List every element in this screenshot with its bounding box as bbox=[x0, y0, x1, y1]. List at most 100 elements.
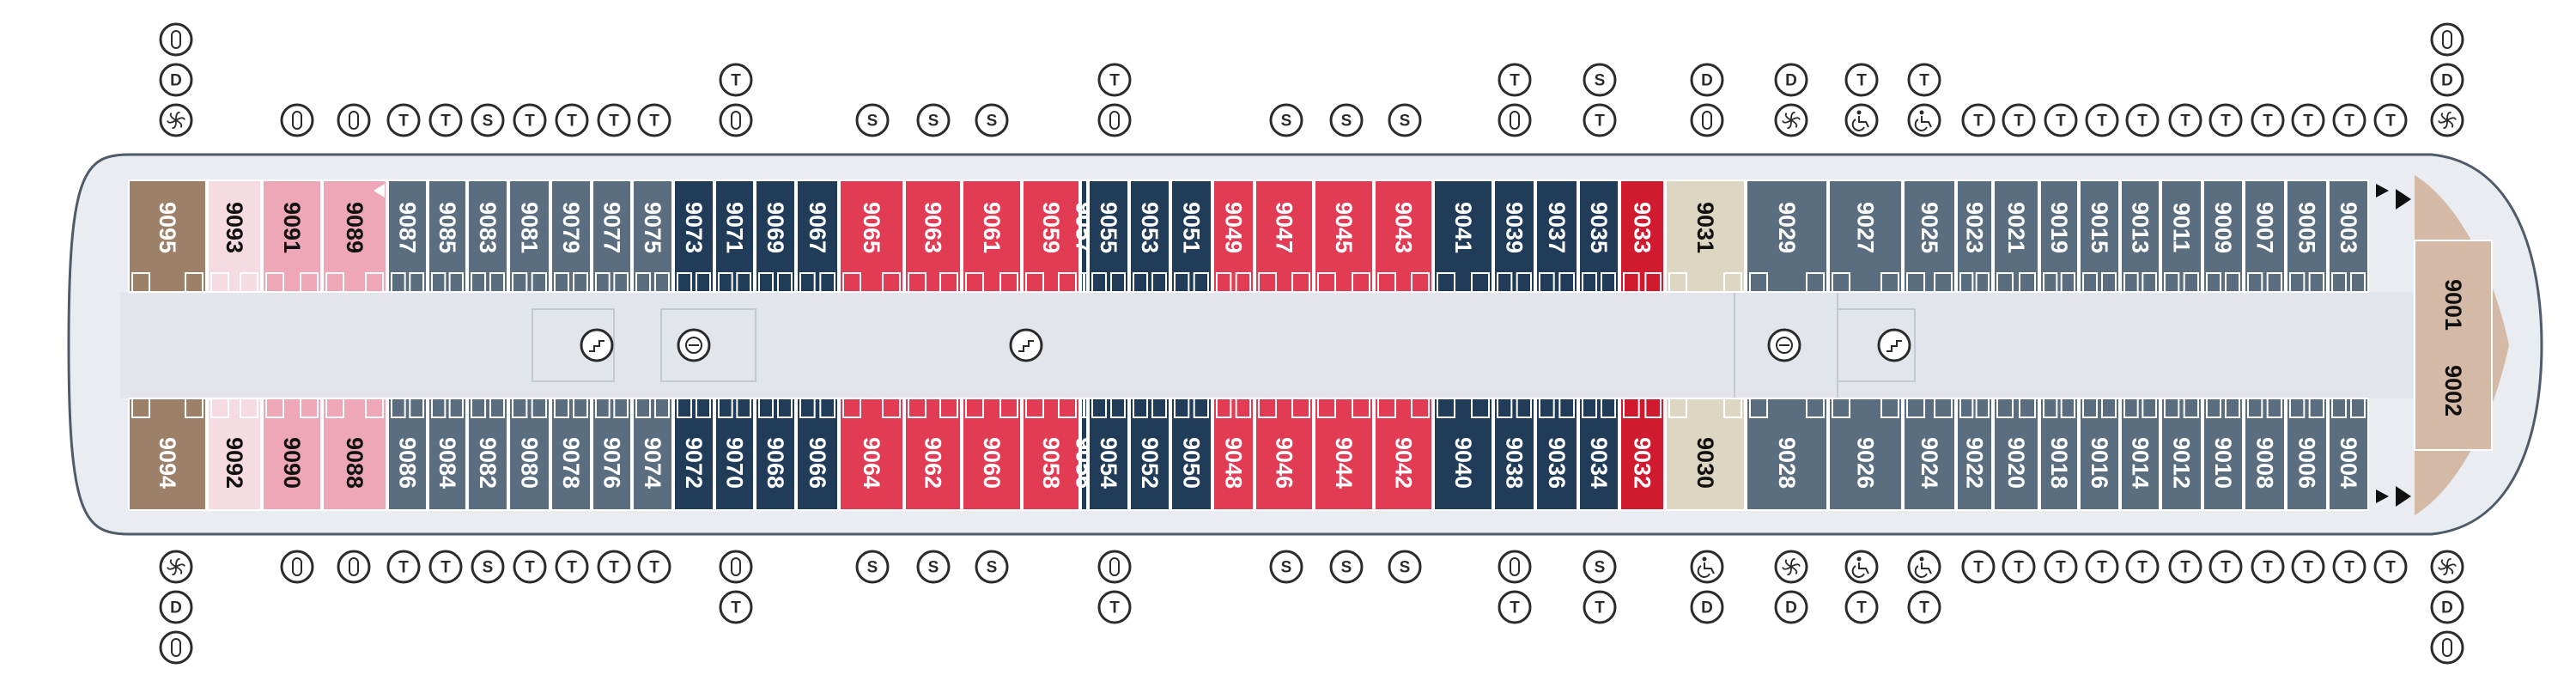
symbol-letter: T bbox=[1109, 72, 1120, 90]
cabin-9076: 9076 bbox=[592, 398, 632, 511]
symbol-circle bbox=[159, 22, 193, 57]
bathroom-notch bbox=[1582, 398, 1597, 418]
tub-outline bbox=[731, 557, 741, 576]
bathroom-notch bbox=[1749, 398, 1768, 418]
tub-outline bbox=[292, 111, 302, 130]
cabin-number: 9045 bbox=[1331, 202, 1357, 253]
shower-swirl bbox=[172, 119, 177, 129]
symbol-letter: S bbox=[928, 559, 939, 577]
cabin-9081: 9081 bbox=[508, 179, 550, 293]
shower-swirl bbox=[175, 119, 183, 129]
bathroom-notch bbox=[1058, 398, 1077, 418]
bathroom-notch bbox=[1959, 398, 1974, 418]
bathroom-notch bbox=[2247, 398, 2263, 418]
bathroom-notch bbox=[777, 398, 793, 418]
cabin-number: 9082 bbox=[475, 437, 501, 489]
shower-swirl bbox=[2446, 112, 2451, 121]
stairs-steps bbox=[1018, 340, 1034, 352]
bathroom-notch bbox=[1582, 272, 1597, 293]
symbol-circle bbox=[2332, 550, 2366, 584]
symbol-circle bbox=[1498, 103, 1532, 137]
cabin-number: 9042 bbox=[1391, 437, 1417, 489]
bathroom-notch bbox=[1806, 272, 1825, 293]
elevator-icon bbox=[677, 328, 711, 362]
bathroom-notch bbox=[265, 398, 284, 418]
bathroom-notch bbox=[2183, 398, 2200, 418]
bathroom-notch bbox=[512, 272, 528, 293]
cabin-number: 9034 bbox=[1586, 437, 1612, 489]
bath-tub-icon bbox=[159, 630, 193, 665]
twin-beds-symbol: T bbox=[1907, 63, 1941, 97]
shower-swirl bbox=[1790, 558, 1795, 568]
bathroom-notch bbox=[185, 272, 204, 293]
cabin-9067: 9067 bbox=[796, 179, 839, 293]
cabin-number: 9095 bbox=[155, 202, 180, 253]
cabin-9036: 9036 bbox=[1535, 398, 1578, 511]
bathroom-notch bbox=[1317, 272, 1336, 293]
symbol-circle bbox=[719, 550, 753, 584]
cabin-9012: 9012 bbox=[2160, 398, 2202, 511]
bathroom-notch bbox=[1723, 272, 1742, 293]
cabin-9041: 9041 bbox=[1433, 179, 1493, 293]
bathroom-notch bbox=[2060, 398, 2076, 418]
symbol-circle bbox=[975, 103, 1009, 137]
cabin-9029: 9029 bbox=[1746, 179, 1828, 293]
direction-arrow bbox=[2376, 184, 2389, 198]
cabin-9014: 9014 bbox=[2120, 398, 2160, 511]
bathroom-notch bbox=[613, 272, 629, 293]
cabin-number: 9038 bbox=[1502, 437, 1528, 489]
double-bed-symbol: D bbox=[2430, 590, 2464, 624]
cabin-9065: 9065 bbox=[839, 179, 904, 293]
cabin-9068: 9068 bbox=[755, 398, 796, 511]
cabin-9020: 9020 bbox=[1993, 398, 2039, 511]
bath-tub-icon bbox=[719, 103, 753, 137]
bathroom-notch bbox=[1091, 398, 1107, 418]
bathroom-notch bbox=[1601, 272, 1616, 293]
cabin-9092: 9092 bbox=[207, 398, 262, 511]
symbol-circle bbox=[1844, 103, 1879, 137]
symbol-circle bbox=[1269, 103, 1303, 137]
bathroom-notch bbox=[1539, 272, 1555, 293]
symbol-letter: S bbox=[1281, 112, 1292, 131]
symbol-circle bbox=[1498, 63, 1532, 97]
shower-icon bbox=[1774, 550, 1808, 584]
cabin-9093: 9093 bbox=[207, 179, 262, 293]
bathroom-notch bbox=[1025, 272, 1044, 293]
cabin-number: 9067 bbox=[805, 202, 830, 253]
symbol-letter: S bbox=[1341, 559, 1352, 577]
symbol-circle bbox=[1690, 590, 1724, 624]
cabin-number: 9077 bbox=[599, 202, 625, 253]
shower-swirl bbox=[175, 112, 180, 121]
bathroom-notch bbox=[240, 398, 258, 418]
twin-beds-symbol: T bbox=[555, 550, 589, 584]
cabin-number: 9078 bbox=[558, 437, 584, 489]
tub-outline bbox=[171, 30, 181, 49]
bathroom-notch bbox=[300, 398, 319, 418]
symbol-letter: S bbox=[1595, 559, 1606, 577]
bath-tub-icon bbox=[280, 550, 314, 584]
shower-swirl bbox=[1787, 566, 1792, 575]
cabin-9033: 9033 bbox=[1619, 179, 1665, 293]
symbol-circle bbox=[555, 103, 589, 137]
shower-swirl bbox=[167, 119, 177, 124]
twin-beds-symbol: T bbox=[2208, 103, 2243, 137]
elevator-icon bbox=[1767, 328, 1801, 362]
bathroom-notch bbox=[2082, 398, 2098, 418]
bathroom-notch bbox=[1058, 272, 1077, 293]
cabin-9016: 9016 bbox=[2079, 398, 2120, 511]
bathroom-notch bbox=[573, 398, 588, 418]
cabin-9034: 9034 bbox=[1578, 398, 1619, 511]
bath-tub-icon bbox=[719, 550, 753, 584]
cabin-9047: 9047 bbox=[1255, 179, 1314, 293]
cabin-number: 9076 bbox=[599, 437, 625, 489]
accessible-icon bbox=[1844, 103, 1879, 137]
bathroom-notch bbox=[1558, 398, 1576, 418]
symbol-circle bbox=[1498, 550, 1532, 584]
bathroom-notch bbox=[842, 272, 861, 293]
bathroom-notch bbox=[1668, 272, 1687, 293]
bathroom-notch bbox=[2043, 398, 2058, 418]
symbol-circle bbox=[280, 550, 314, 584]
bathroom-notch bbox=[1110, 398, 1126, 418]
symbol-circle bbox=[2430, 630, 2464, 665]
stairs-steps bbox=[589, 340, 605, 352]
